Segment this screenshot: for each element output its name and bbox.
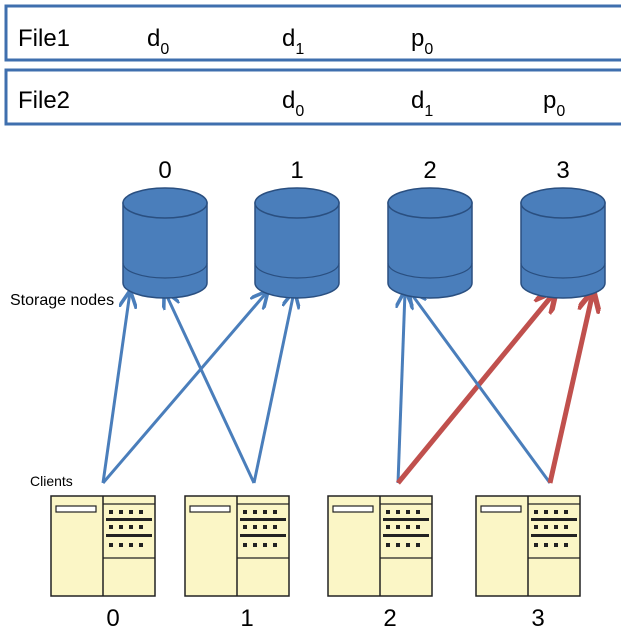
file-1-block: d0	[147, 25, 169, 58]
file-1-block: p0	[411, 25, 433, 58]
client-computer-icon	[50, 495, 156, 597]
storage-node-cylinder	[122, 187, 208, 299]
file-row-1: File1 d0 d1 p0	[4, 4, 621, 62]
clients	[50, 495, 581, 597]
client-computer-icon	[184, 495, 290, 597]
red-arrow	[547, 292, 593, 484]
client-id: 3	[531, 605, 544, 632]
storage-nodes	[122, 187, 606, 299]
file-1-block: d1	[282, 25, 304, 58]
file-row-2: File2 d0 d1 p0	[4, 68, 621, 126]
client-ids: 0 1 2 3	[106, 605, 544, 632]
storage-node-ids: 0 1 2 3	[158, 157, 569, 184]
storage-node-cylinder	[254, 187, 340, 299]
file-row-1-name: File1	[18, 25, 70, 52]
blue-arrow	[101, 292, 130, 484]
blue-arrow	[101, 292, 267, 484]
storage-node-cylinder	[520, 187, 606, 299]
storage-nodes-label: Storage nodes	[10, 292, 114, 309]
client-computer-icon	[475, 495, 581, 597]
blue-arrow	[165, 292, 256, 484]
connection-arrows	[101, 292, 593, 485]
red-arrow	[396, 292, 555, 485]
blue-arrow	[398, 292, 405, 484]
file-row-2-box	[4, 68, 621, 126]
file-2-block: d0	[282, 87, 304, 120]
blue-arrow	[252, 292, 294, 484]
file-2-block: d1	[411, 87, 433, 120]
storage-node-id: 0	[158, 157, 171, 184]
file-2-block: p0	[543, 87, 565, 120]
storage-node-id: 2	[423, 157, 436, 184]
file-row-2-name: File2	[18, 87, 70, 114]
file-row-1-box	[4, 4, 621, 62]
storage-node-cylinder	[387, 187, 473, 299]
client-id: 1	[240, 605, 253, 632]
storage-node-id: 1	[290, 157, 303, 184]
client-computer-icon	[327, 495, 433, 597]
clients-label: Clients	[30, 473, 73, 489]
storage-node-id: 3	[556, 157, 569, 184]
client-id: 2	[383, 605, 396, 632]
blue-arrow	[410, 292, 552, 484]
client-id: 0	[106, 605, 119, 632]
